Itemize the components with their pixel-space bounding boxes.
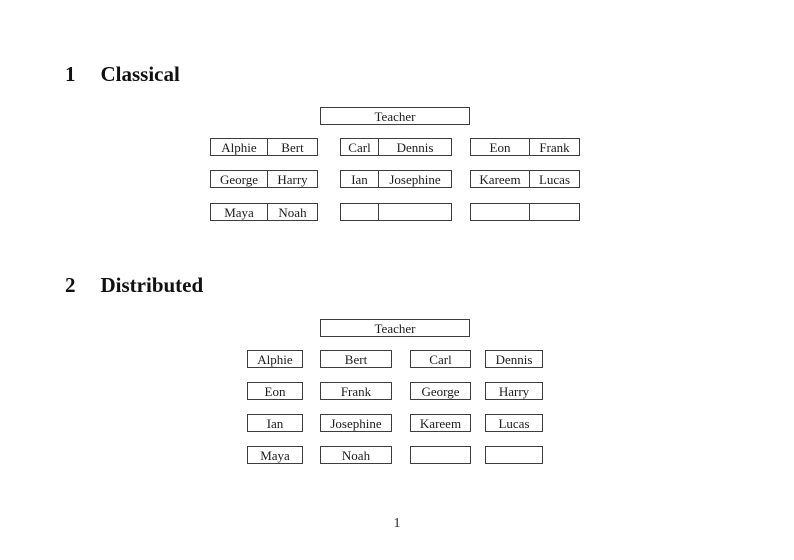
empty-seat — [411, 447, 470, 463]
student-seat: Dennis — [495, 351, 533, 367]
desk-single: Noah — [320, 446, 392, 464]
empty-seat — [486, 447, 542, 463]
desk-pair: Carl Dennis — [340, 138, 452, 156]
desk-single: Alphie — [247, 350, 303, 368]
student-seat: Carl — [341, 139, 379, 155]
student-seat: Maya — [211, 204, 268, 220]
student-seat: Lucas — [498, 415, 530, 431]
student-seat: George — [421, 383, 460, 399]
student-seat: Harry — [498, 383, 530, 399]
student-seat: Eon — [264, 383, 286, 399]
desk-pair: Eon Frank — [470, 138, 580, 156]
desk-single-empty — [485, 446, 543, 464]
student-seat: Ian — [341, 171, 379, 187]
empty-seat — [530, 204, 579, 220]
desk-single: Carl — [410, 350, 471, 368]
desk-pair-empty — [340, 203, 452, 221]
desk-single: Kareem — [410, 414, 471, 432]
desk-pair: Ian Josephine — [340, 170, 452, 188]
student-seat: Frank — [539, 139, 570, 155]
empty-seat — [471, 204, 530, 220]
section-number: 1 — [65, 62, 76, 86]
student-seat: Noah — [341, 447, 371, 463]
teacher-box: Teacher — [320, 107, 470, 125]
teacher-box: Teacher — [320, 319, 470, 337]
student-seat: Harry — [277, 171, 308, 187]
desk-pair: Alphie Bert — [210, 138, 318, 156]
desk-pair: George Harry — [210, 170, 318, 188]
desk-pair-empty — [470, 203, 580, 221]
student-seat: Alphie — [257, 351, 293, 367]
desk-single: Lucas — [485, 414, 543, 432]
desk-single: Ian — [247, 414, 303, 432]
section-heading-classical: 1 Classical — [65, 64, 180, 85]
student-seat: Josephine — [389, 171, 441, 187]
desk-pair: Maya Noah — [210, 203, 318, 221]
section-title: Distributed — [100, 273, 204, 297]
student-seat: Lucas — [538, 171, 571, 187]
desk-single: Josephine — [320, 414, 392, 432]
student-seat: Noah — [278, 204, 307, 220]
student-seat: Dennis — [396, 139, 434, 155]
student-seat: Bert — [344, 351, 368, 367]
empty-seat — [341, 204, 379, 220]
desk-single: Maya — [247, 446, 303, 464]
teacher-label: Teacher — [374, 320, 416, 336]
student-seat: Bert — [281, 139, 304, 155]
student-seat: Carl — [429, 351, 452, 367]
desk-single: George — [410, 382, 471, 400]
student-seat: Eon — [471, 139, 530, 155]
student-seat: Kareem — [471, 171, 530, 187]
desk-single: Eon — [247, 382, 303, 400]
section-number: 2 — [65, 273, 76, 297]
student-seat: Maya — [260, 447, 290, 463]
page-number: 1 — [393, 516, 401, 531]
empty-seat — [379, 204, 451, 220]
student-seat: George — [211, 171, 268, 187]
section-heading-distributed: 2 Distributed — [65, 275, 203, 296]
teacher-label: Teacher — [374, 108, 416, 124]
student-seat: Josephine — [330, 415, 382, 431]
desk-single: Bert — [320, 350, 392, 368]
student-seat: Ian — [266, 415, 284, 431]
section-title: Classical — [100, 62, 180, 86]
student-seat: Frank — [340, 383, 372, 399]
student-seat: Kareem — [419, 415, 462, 431]
desk-single: Dennis — [485, 350, 543, 368]
student-seat: Alphie — [211, 139, 268, 155]
desk-single-empty — [410, 446, 471, 464]
desk-single: Frank — [320, 382, 392, 400]
desk-single: Harry — [485, 382, 543, 400]
desk-pair: Kareem Lucas — [470, 170, 580, 188]
